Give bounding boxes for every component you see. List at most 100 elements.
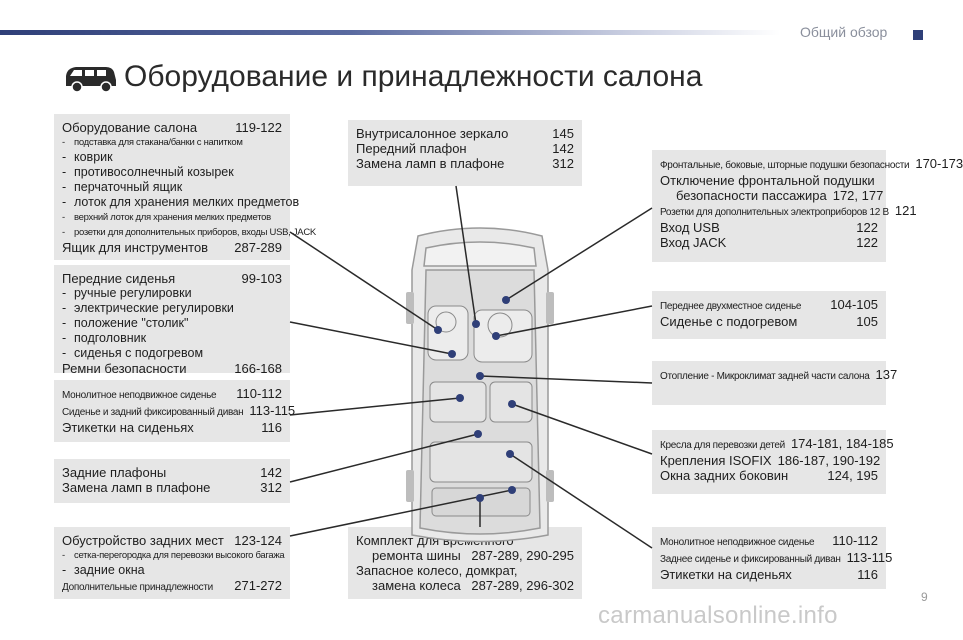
entry-page-ref[interactable]: 105 bbox=[856, 314, 878, 329]
entry-label: Крепления ISOFIX bbox=[660, 453, 772, 468]
entry-page-ref[interactable]: 123-124 bbox=[234, 533, 282, 548]
entry-page-ref[interactable]: 312 bbox=[552, 156, 574, 171]
callout-entry: Запасное колесо, домкрат, bbox=[356, 563, 574, 578]
entry-page-ref[interactable]: 271-272 bbox=[234, 578, 282, 593]
bullet-dash: - bbox=[62, 563, 67, 577]
entry-page-ref[interactable]: 113-115 bbox=[846, 550, 893, 565]
callout-entry: ремонта шины 287-289, 290-295 bbox=[356, 548, 574, 563]
entry-page-ref[interactable]: 312 bbox=[260, 480, 282, 495]
van-icon bbox=[66, 67, 116, 93]
entry-page-ref[interactable]: 142 bbox=[552, 141, 574, 156]
entry-label: -подставка для стакана/банки с напитком bbox=[62, 137, 243, 148]
bullet-dash: - bbox=[62, 316, 67, 330]
entry-page-ref[interactable]: 142 bbox=[260, 465, 282, 480]
bullet-dash: - bbox=[62, 180, 67, 194]
entry-label: -лоток для хранения мелких предметов bbox=[62, 195, 300, 209]
entry-page-ref[interactable]: 124, 195 bbox=[827, 468, 878, 483]
entry-page-ref[interactable]: 172, 177 bbox=[832, 188, 884, 203]
entry-label: Вход JACK bbox=[660, 235, 727, 250]
entry-label: -подголовник bbox=[62, 331, 147, 345]
entry-label: Передний плафон bbox=[356, 141, 467, 156]
entry-label: безопасности пассажира bbox=[676, 188, 827, 203]
entry-label: -противосолнечный козырек bbox=[62, 165, 234, 179]
entry-label: -положение "столик" bbox=[62, 316, 189, 330]
entry-page-ref[interactable]: 121 bbox=[894, 203, 917, 218]
callout-entry: -подставка для стакана/банки с напитком bbox=[62, 135, 282, 150]
bullet-dash: - bbox=[62, 286, 67, 300]
entry-label: -ручные регулировки bbox=[62, 286, 192, 300]
entry-label: Замена ламп в плафоне bbox=[356, 156, 505, 171]
entry-page-ref[interactable]: 170-173 bbox=[915, 156, 963, 171]
entry-label: -сетка-перегородка для перевозки высоког… bbox=[62, 550, 285, 561]
callout-entry: безопасности пассажира 172, 177 bbox=[660, 188, 883, 203]
watermark: carmanualsonline.info bbox=[598, 602, 838, 629]
entry-page-ref[interactable]: 186-187, 190-192 bbox=[777, 453, 881, 468]
entry-page-ref[interactable]: 99-103 bbox=[241, 271, 282, 286]
entry-label: Отключение фронтальной подушки bbox=[660, 173, 875, 188]
callout-entry: Заднее сиденье и фиксированный диван 113-… bbox=[660, 550, 892, 567]
entry-page-ref[interactable]: 104-105 bbox=[830, 297, 878, 312]
callout-entry: -подголовник bbox=[62, 331, 282, 346]
entry-label: Переднее двухместное сиденье bbox=[660, 301, 802, 312]
bullet-dash: - bbox=[62, 346, 67, 360]
entry-page-ref[interactable]: 110-112 bbox=[832, 533, 878, 548]
front-seats bbox=[427, 305, 533, 363]
entry-label: Оборудование салона bbox=[62, 120, 198, 135]
entry-label: ремонта шины bbox=[372, 548, 461, 563]
entry-page-ref[interactable]: 122 bbox=[856, 220, 878, 235]
entry-page-ref[interactable]: 174-181, 184-185 bbox=[790, 436, 894, 451]
entry-page-ref[interactable]: 110-112 bbox=[236, 386, 282, 401]
entry-label: -электрические регулировки bbox=[62, 301, 234, 315]
callout-entry: Кресла для перевозки детей 174-181, 184-1… bbox=[660, 436, 894, 453]
callout-entry: Комплект для временного bbox=[356, 533, 574, 548]
entry-page-ref[interactable]: 137 bbox=[875, 367, 898, 382]
bullet-dash: - bbox=[62, 150, 67, 164]
page-number: 9 bbox=[921, 590, 928, 604]
entry-label: Кресла для перевозки детей bbox=[660, 440, 785, 451]
entry-label: Фронтальные, боковые, шторные подушки бе… bbox=[660, 160, 910, 171]
callout-entry: -электрические регулировки bbox=[62, 301, 282, 316]
entry-label: Передние сиденья bbox=[62, 271, 176, 286]
leader-lines bbox=[289, 185, 653, 549]
callout-entry: -розетки для дополнительных приборов, вх… bbox=[62, 225, 316, 240]
callout-entry: Отключение фронтальной подушки bbox=[660, 173, 878, 188]
callout-entry: Монолитное неподвижное сиденье 110-112 bbox=[62, 386, 282, 403]
section-marker bbox=[913, 30, 923, 40]
entry-page-ref[interactable]: 122 bbox=[856, 235, 878, 250]
entry-label: -розетки для дополнительных приборов, вх… bbox=[62, 227, 316, 238]
callout-entry: -коврик bbox=[62, 150, 282, 165]
entry-page-ref[interactable]: 145 bbox=[552, 126, 574, 141]
entry-page-ref[interactable]: 116 bbox=[857, 567, 878, 582]
bullet-dash: - bbox=[62, 195, 67, 209]
bullet-dash: - bbox=[62, 550, 65, 561]
rear-bench bbox=[429, 441, 533, 517]
entry-label: Заднее сиденье и фиксированный диван bbox=[660, 554, 841, 565]
callout-entry: Окна задних боковин 124, 195 bbox=[660, 468, 878, 483]
entry-label: Монолитное неподвижное сиденье bbox=[62, 390, 217, 401]
callout-entry: -сиденья с подогревом bbox=[62, 346, 282, 361]
bullet-dash: - bbox=[62, 212, 65, 223]
entry-page-ref[interactable]: 166-168 bbox=[234, 361, 282, 376]
entry-label: Отопление - Микроклимат задней части сал… bbox=[660, 371, 870, 382]
entry-label: Ящик для инструментов bbox=[62, 240, 209, 255]
entry-page-ref[interactable]: 287-289, 290-295 bbox=[471, 548, 574, 563]
entry-page-ref[interactable]: 113-115 bbox=[249, 403, 296, 418]
entry-page-ref[interactable]: 116 bbox=[261, 420, 282, 435]
entry-label: Окна задних боковин bbox=[660, 468, 789, 483]
entry-page-ref[interactable]: 287-289 bbox=[234, 240, 282, 255]
bullet-dash: - bbox=[62, 137, 65, 148]
bullet-dash: - bbox=[62, 301, 67, 315]
entry-label: -верхний лоток для хранения мелких предм… bbox=[62, 212, 271, 223]
entry-page-ref[interactable]: 119-122 bbox=[235, 120, 282, 135]
entry-page-ref[interactable]: 287-289, 296-302 bbox=[471, 578, 574, 593]
entry-label: Запасное колесо, домкрат, bbox=[356, 563, 518, 578]
